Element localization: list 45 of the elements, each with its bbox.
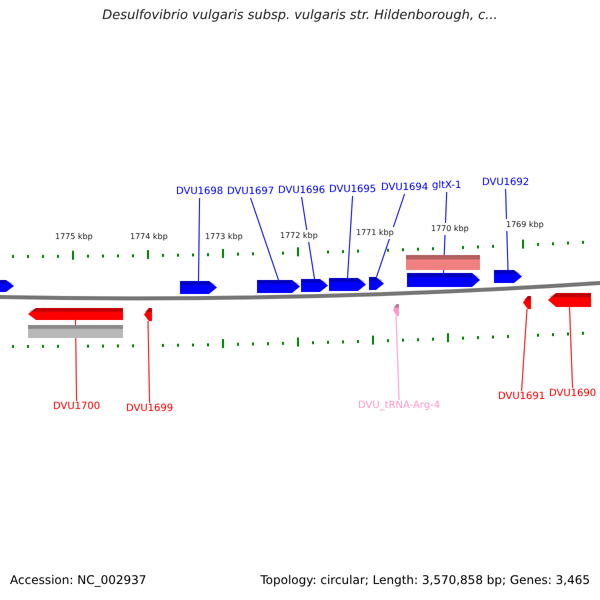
reverse-gene-feature [144, 308, 152, 321]
forward-gene-feature [369, 277, 384, 290]
forward-gene-feature [257, 280, 300, 293]
footer-text: Accession: NC_002937 [10, 574, 146, 586]
gene-label: DVU1694 [381, 182, 428, 194]
gene-label: gltX-1 [432, 180, 462, 192]
ruler-position: 1774 kbp [130, 231, 168, 243]
ruler-position: 1770 kbp [431, 223, 469, 235]
gene-label: DVU1695 [329, 184, 376, 196]
leader-line [521, 308, 528, 392]
leader-line [347, 196, 354, 278]
leader-line [198, 198, 200, 282]
leader-line [250, 198, 279, 280]
gene-label: DVU1692 [482, 177, 530, 189]
leader-line [569, 306, 574, 388]
gene-label: DVU1697 [227, 186, 274, 198]
gene-label: DVU1690 [549, 388, 596, 400]
forward-gene-feature [180, 281, 217, 294]
forward-gene-feature [301, 279, 328, 292]
gene-label: DVU1696 [278, 185, 326, 197]
title: Desulfovibrio vulgaris subsp. vulgaris str. Hildenborough, c... [101, 10, 499, 22]
ruler-position: 1775 kbp [55, 231, 93, 243]
feature-bar [28, 325, 123, 338]
ruler-position: 1773 kbp [205, 231, 243, 243]
gene-label: DVU1700 [53, 401, 100, 413]
ruler-position: 1769 kbp [506, 219, 544, 231]
gene-label: DVU_tRNA-Arg-4 [358, 400, 440, 412]
leader-line [376, 194, 406, 278]
leader-line [148, 320, 150, 404]
forward-gene-feature [329, 278, 366, 291]
leader-line [396, 316, 400, 400]
forward-gene-feature [407, 273, 480, 287]
gene-label: DVU1691 [498, 391, 546, 403]
reverse-gene-feature [28, 308, 123, 320]
forward-gene-feature [494, 270, 522, 283]
reverse-gene-feature [548, 293, 591, 307]
feature-bar [406, 255, 480, 270]
footer-text: Topology: circular; Length: 3,570,858 bp; Genes: 3,465 [260, 574, 590, 586]
ruler-position: 1772 kbp [280, 230, 318, 242]
ruler-position: 1771 kbp [356, 227, 394, 239]
reverse-gene-feature [393, 304, 399, 316]
forward-gene-feature [0, 280, 14, 292]
gene-label: DVU1699 [126, 403, 174, 415]
gene-label: DVU1698 [176, 186, 224, 198]
reverse-gene-feature [523, 296, 531, 309]
